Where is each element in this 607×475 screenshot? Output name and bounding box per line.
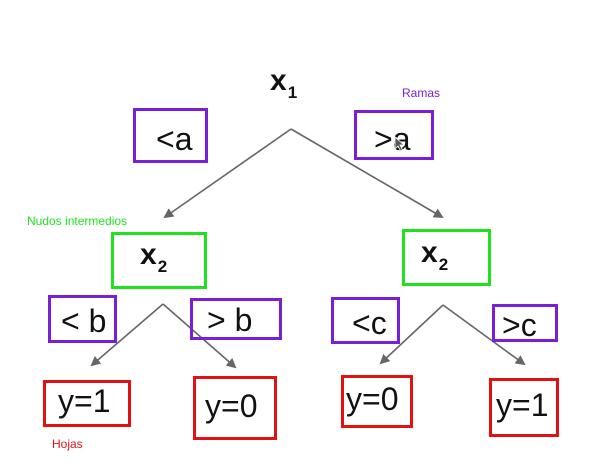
branch-label-b-right: > b: [207, 302, 253, 338]
intermediate-node-left: x2: [140, 238, 167, 277]
intermediate-node-box-right: [402, 229, 491, 286]
edge-root-right: [290, 128, 444, 219]
branch-label-root-left: <a: [156, 121, 193, 157]
branch-label-c-right: >c: [502, 307, 537, 343]
leaf-box-4: [489, 378, 559, 437]
root-variable: x: [270, 64, 287, 97]
mouse-pointer-icon: [394, 136, 406, 152]
intermediate-right-subscript: 2: [438, 255, 449, 274]
leaf-label-3: y=0: [346, 381, 399, 417]
leaf-label-2: y=0: [205, 388, 258, 424]
leaf-box-3: [341, 375, 413, 428]
branch-box-b-left: [48, 295, 117, 343]
leaf-label-4: y=1: [496, 387, 549, 423]
leaf-box-1: [43, 380, 131, 427]
root-node: x1: [270, 64, 297, 103]
annotation-branches: Ramas: [402, 86, 441, 100]
branch-label-root-right: >a: [374, 121, 411, 157]
intermediate-node-box-left: [111, 232, 207, 289]
branch-box-root-left: [133, 108, 208, 163]
branch-box-c-right: [492, 304, 558, 342]
branch-label-c-left: <c: [352, 305, 387, 341]
annotation-intermediate-nodes: Nudos intermedios: [27, 214, 128, 228]
edge-right-left: [379, 304, 444, 365]
branch-label-b-left: < b: [61, 303, 107, 339]
intermediate-right-variable: x: [421, 236, 438, 269]
branch-box-b-right: [190, 298, 282, 340]
intermediate-left-subscript: 2: [157, 257, 168, 276]
edge-left-left: [90, 303, 164, 367]
annotation-leaves: Hojas: [52, 437, 83, 451]
edge-right-right: [442, 304, 526, 366]
branch-box-c-left: [331, 297, 400, 344]
edge-root-left: [163, 128, 292, 219]
intermediate-left-variable: x: [140, 238, 157, 271]
leaf-label-1: y=1: [58, 383, 111, 419]
branch-box-root-right: [354, 110, 434, 160]
edge-left-right: [162, 303, 237, 369]
leaf-box-2: [193, 376, 277, 440]
root-subscript: 1: [287, 83, 298, 102]
intermediate-node-right: x2: [421, 236, 448, 275]
